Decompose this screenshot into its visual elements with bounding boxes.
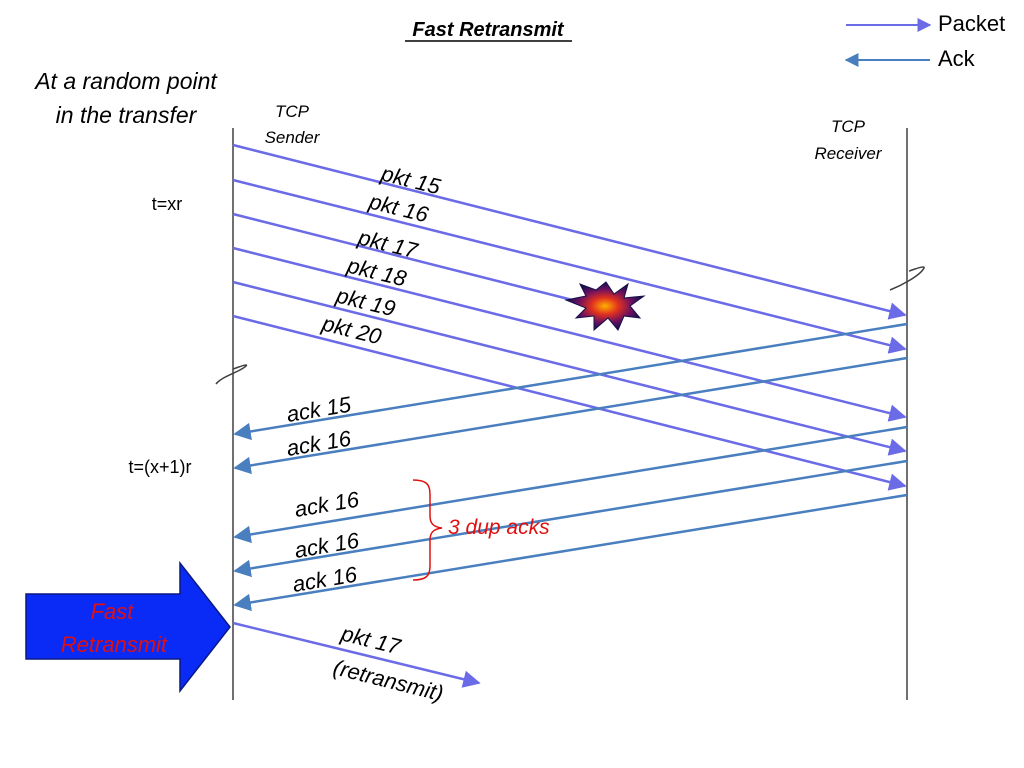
dup-acks-label: 3 dup acks (448, 516, 550, 539)
ack-label-16-dup-1: ack 16 (293, 486, 362, 521)
retransmit-packet-arrow (232, 621, 481, 688)
dup-acks-brace (412, 479, 443, 581)
ack-label-15: ack 15 (285, 391, 354, 426)
receiver-label-line-1: TCP (831, 117, 866, 136)
ack-arrow-16 (233, 356, 908, 475)
sender-label-line-1: TCP (275, 102, 310, 121)
ack-label-16: ack 16 (285, 425, 354, 460)
sender-time-break (215, 364, 248, 385)
packet-arrow-15 (232, 143, 907, 320)
context-line-2: in the transfer (56, 102, 198, 128)
fast-retransmit-label-line-1: Fast (91, 599, 135, 624)
time-label-x1r: t=(x+1)r (128, 457, 191, 477)
explosion-icon (564, 281, 646, 332)
packet-arrow-20 (232, 314, 907, 491)
ack-label-16-dup-3: ack 16 (291, 561, 360, 596)
receiver-label-line-2: Receiver (814, 144, 882, 163)
ack-arrow-16-dup-1 (233, 425, 908, 544)
time-label-xr: t=xr (152, 194, 183, 214)
page-title: Fast Retransmit (412, 19, 564, 41)
packet-arrow-19 (232, 280, 907, 456)
packet-arrow-16 (232, 178, 907, 354)
ack-arrow-16-dup-2 (233, 459, 908, 578)
sender-label-line-2: Sender (265, 128, 321, 147)
legend-ack-label: Ack (938, 46, 976, 71)
fast-retransmit-arrow (25, 560, 231, 694)
packet-arrow-18 (232, 246, 907, 422)
ack-label-16-dup-2: ack 16 (293, 527, 362, 562)
ack-arrow-15 (233, 322, 908, 441)
receiver-time-break (889, 266, 925, 291)
packet-arrow-17-lost (232, 212, 605, 310)
legend-packet-label: Packet (938, 11, 1005, 36)
ack-arrow-16-dup-3 (233, 493, 908, 612)
legend: Packet Ack (844, 11, 1005, 71)
context-line-1: At a random point (33, 68, 218, 94)
retransmit-label-line-2: (retransmit) (331, 655, 446, 706)
retransmit-label-line-1: pkt 17 (338, 620, 404, 659)
fast-retransmit-label-line-2: Retransmit (61, 632, 168, 657)
